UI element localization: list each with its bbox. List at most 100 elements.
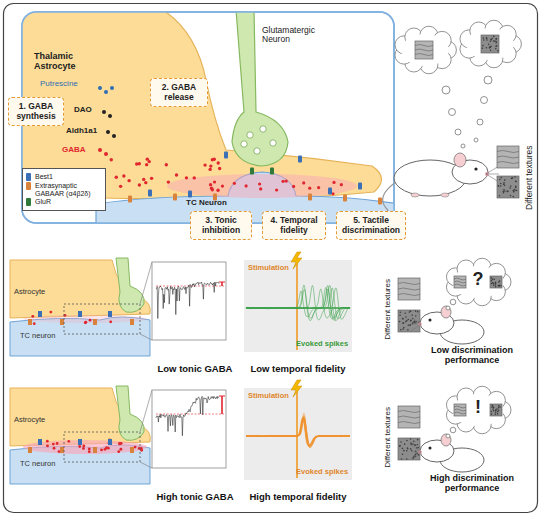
figure-label: ? (466, 270, 490, 290)
texture-grain (491, 406, 493, 408)
putrescine-dot (98, 86, 102, 90)
zoom-leader (140, 462, 152, 468)
texture-grain (495, 46, 497, 48)
spike-trace (246, 418, 350, 446)
gaba-dot (185, 176, 188, 179)
cloud-body (453, 394, 504, 426)
gaba-dot (217, 161, 220, 164)
texture-grain (497, 413, 499, 415)
thought-dot (446, 306, 450, 310)
cell-illustration (22, 12, 394, 223)
texture-grain (411, 314, 413, 316)
texture-grain (404, 312, 406, 314)
texture-grain (495, 42, 497, 44)
spike-trace (246, 285, 350, 321)
texture-grain (493, 284, 495, 286)
texture-grain (488, 44, 490, 46)
gaba-dot (332, 181, 335, 184)
gabaa-receptor (130, 447, 134, 453)
gaba-dot (258, 182, 261, 185)
texture-wave (415, 45, 433, 47)
texture-grain (417, 311, 419, 313)
figure-label: Astrocyte (14, 416, 74, 424)
glur-receptor (270, 168, 274, 175)
gabaa-receptor (128, 196, 132, 203)
gaba-dot (281, 180, 284, 183)
texture-grain (402, 328, 404, 330)
lightning-icon (291, 252, 302, 269)
texture-wave (398, 411, 420, 413)
mouse-foot (441, 193, 449, 197)
texture-grain (503, 182, 505, 184)
figure-label: Evoked spikes (296, 340, 360, 348)
thought-dot (450, 427, 456, 433)
whisker (411, 324, 421, 331)
texture-grain (415, 310, 417, 312)
gaba-dot (88, 450, 91, 453)
thought-dot (449, 109, 456, 116)
gabaa-receptor (60, 447, 64, 453)
thought-dot (474, 138, 478, 142)
texture-wave (415, 49, 433, 51)
whisker (411, 452, 421, 459)
texture-grain (494, 40, 496, 42)
vesicle (247, 132, 253, 138)
texture-sample (398, 310, 420, 332)
legend-text: GluR (35, 198, 51, 206)
thought-dot (442, 86, 450, 94)
gaba-dot (46, 440, 49, 443)
texture-grain (489, 46, 491, 48)
texture-grain (409, 324, 411, 326)
texture-sample (497, 176, 519, 198)
texture-grain (409, 324, 411, 326)
best1-channel (108, 311, 112, 317)
whisker (411, 317, 421, 324)
best1-channel (38, 311, 42, 317)
gaba-dot (127, 179, 130, 182)
figure-label: Low tonic GABA (140, 364, 250, 374)
figure-label: Low temporal fidelity (243, 364, 353, 374)
gaba-dot (88, 448, 91, 451)
texture-grain (509, 187, 511, 189)
texture-grain (511, 178, 513, 180)
texture-wave (454, 281, 466, 283)
mouse-ear (441, 306, 451, 318)
texture-wave (454, 284, 466, 286)
tonic-shift-bar (221, 396, 223, 414)
texture-grain (492, 408, 494, 410)
texture-grain (402, 454, 404, 456)
gaba-dot (150, 177, 153, 180)
texture-grain (504, 185, 506, 187)
figure-label: Thalamic Astrocyte (34, 52, 96, 72)
gaba-dot (148, 160, 151, 163)
texture-grain (410, 442, 412, 444)
gaba-dot (285, 179, 288, 182)
spike-trace (246, 285, 350, 320)
texture-grain (406, 458, 408, 460)
texture-grain (512, 196, 514, 198)
texture-grain (417, 447, 419, 449)
gabaa-receptor (130, 319, 134, 325)
gaba-dot (78, 445, 81, 448)
rotated-label: Different textures (525, 128, 534, 228)
zoom-leader (140, 262, 152, 304)
texture-grain (493, 36, 495, 38)
texture-sample (398, 406, 420, 428)
texture-grain (417, 439, 419, 441)
texture-grain (399, 445, 401, 447)
spike-trace (246, 417, 350, 446)
best1-channel (148, 190, 152, 197)
gaba-dot (211, 158, 214, 161)
texture-grain (415, 315, 417, 317)
texture-grain (504, 190, 506, 192)
texture-grain (489, 47, 491, 49)
texture-grain (402, 318, 404, 320)
gaba-dot (138, 183, 141, 186)
current-trace (156, 282, 219, 318)
texture-grain (490, 277, 492, 279)
texture-grain (492, 282, 494, 284)
texture-grain (499, 285, 501, 287)
texture-grain (412, 443, 414, 445)
legend-text: Best1 (35, 173, 53, 181)
